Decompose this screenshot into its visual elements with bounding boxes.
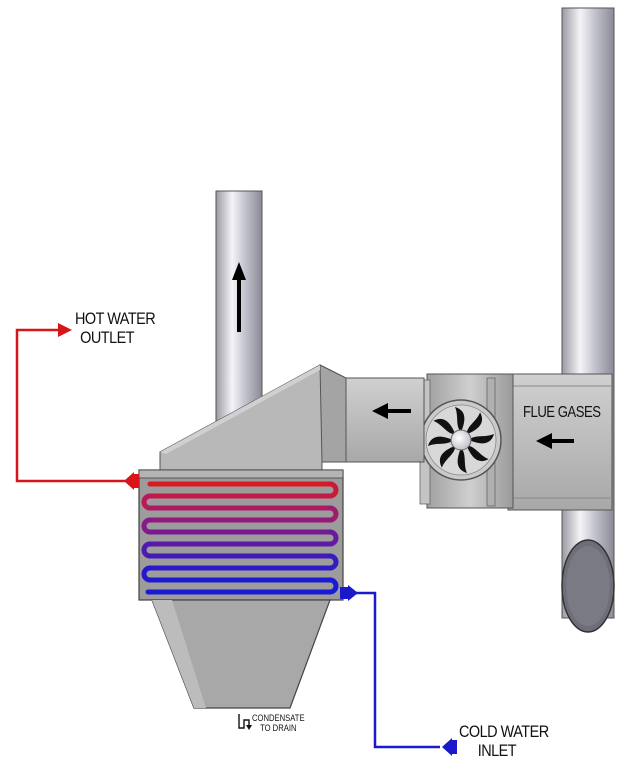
cold-water-inlet-label: COLD WATER INLET — [459, 722, 549, 760]
coil — [141, 481, 339, 595]
hot-water-outlet-label: HOT WATER OUTLET — [75, 309, 156, 347]
flue-gases-text: FLUE GASES — [523, 404, 601, 421]
cold-water-label-line1: COLD WATER — [459, 722, 549, 741]
flue-gas-arrow-icon — [536, 433, 574, 449]
condensate-label-line1: CONDENSATE — [252, 713, 305, 723]
cold-water-pipe — [340, 585, 457, 756]
hot-water-label-line1: HOT WATER — [75, 309, 156, 328]
exhaust-chimney — [215, 190, 263, 432]
drain-trap-icon — [238, 714, 252, 730]
flue-stack — [561, 7, 615, 633]
duct-flow-arrow-icon — [372, 403, 411, 419]
transition-duct — [159, 364, 425, 471]
condensate-label-line2: TO DRAIN — [260, 722, 297, 733]
heat-exchanger — [138, 469, 344, 601]
fan-icon — [420, 399, 502, 481]
hot-water-label-line2: OUTLET — [80, 327, 135, 347]
condensate-label: CONDENSATE TO DRAIN — [252, 713, 305, 734]
hot-water-pipe — [15, 323, 139, 490]
cold-water-label-line2: INLET — [477, 740, 517, 760]
condensate-hopper — [151, 599, 331, 709]
exhaust-arrow-icon — [232, 262, 246, 332]
flue-gases-label: FLUE GASES — [523, 404, 601, 422]
